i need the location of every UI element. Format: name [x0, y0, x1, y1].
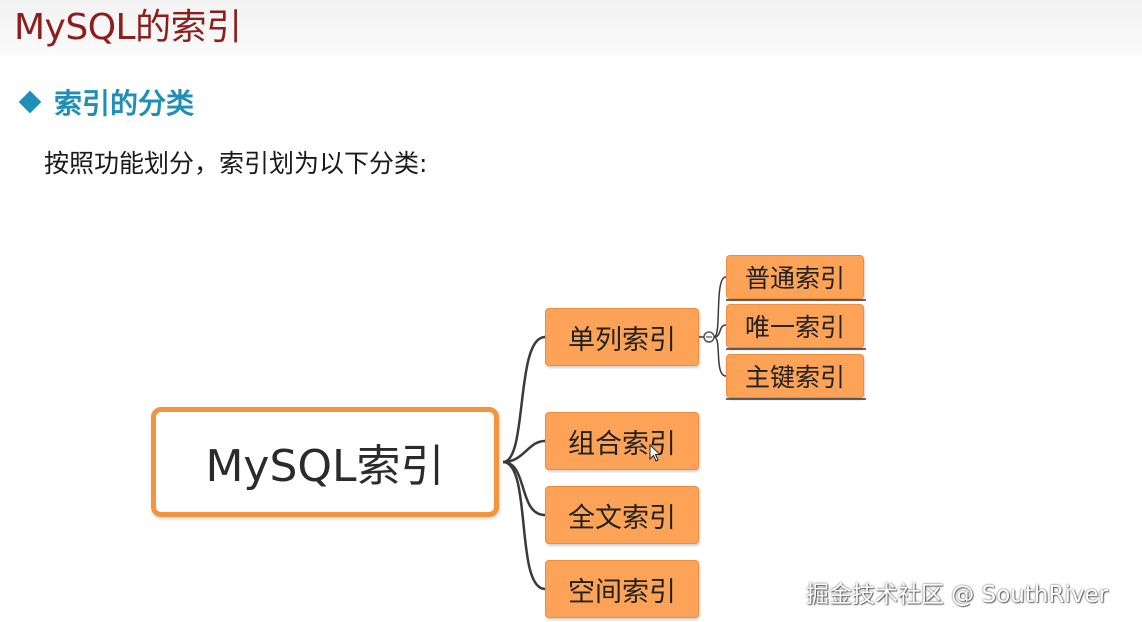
connector-root-branch-3 — [502, 460, 546, 517]
connector-root-branch-2 — [502, 439, 546, 464]
connector-root-branch-1 — [502, 335, 546, 464]
sub-node-normal: 普通索引 — [726, 255, 864, 299]
sub-node-unique: 唯一索引 — [726, 304, 864, 348]
section-heading: 索引的分类 — [54, 87, 195, 120]
watermark: 掘金技术社区 @ SouthRiver — [806, 582, 1109, 608]
sub-branch-label: 普通索引 — [744, 264, 845, 293]
connector-root-branch-4 — [502, 460, 546, 591]
branch-label: 全文索引 — [568, 502, 676, 534]
branch-label: 单列索引 — [568, 324, 676, 356]
connector-sub-1 — [713, 276, 727, 338]
title-bar: MySQL的索引 — [0, 0, 1142, 56]
sub-node-primary-key: 主键索引 — [726, 354, 864, 398]
branch-label: 空间索引 — [568, 576, 676, 608]
section-heading-row: 索引的分类 — [18, 82, 194, 122]
sub-branch-label: 主键索引 — [744, 363, 845, 392]
mindmap-root-node: MySQL索引 — [151, 407, 499, 517]
connector-sub-3 — [713, 336, 727, 377]
branch-node-composite: 组合索引 — [545, 412, 699, 470]
branch-node-spatial: 空间索引 — [545, 560, 699, 618]
sub-branch-label: 唯一索引 — [744, 313, 845, 342]
mouse-cursor-icon — [649, 444, 662, 462]
mindmap-root-label: MySQL索引 — [205, 441, 445, 492]
page-title: MySQL的索引 — [14, 7, 242, 48]
branch-node-single-column: 单列索引 — [545, 308, 699, 366]
connector-sub-2 — [713, 324, 727, 338]
intro-text: 按照功能划分，索引划为以下分类: — [44, 149, 428, 178]
branch-node-fulltext: 全文索引 — [545, 486, 699, 544]
